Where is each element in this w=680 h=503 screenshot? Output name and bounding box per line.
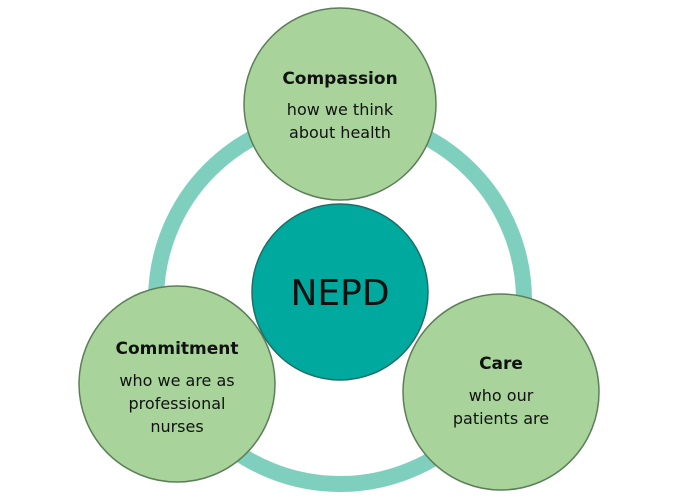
node-care-title: Care	[479, 354, 523, 374]
center-node: NEPD	[251, 203, 429, 381]
node-compassion-desc-line-2: about health	[289, 123, 391, 142]
center-circle	[251, 203, 429, 381]
node-commitment-desc-line-3: nurses	[150, 417, 203, 436]
center-label: NEPD	[290, 273, 389, 314]
node-commitment-desc-line-2: professional	[129, 394, 226, 413]
node-care-desc-line-2: patients are	[453, 409, 549, 428]
node-care-desc-line-1: who our	[469, 386, 534, 405]
node-care: Care who our patients are	[402, 293, 600, 491]
node-compassion-desc-line-1: how we think	[287, 100, 394, 119]
node-commitment: Commitment who we are as professional nu…	[78, 285, 276, 483]
node-compassion-circle	[243, 7, 437, 201]
node-compassion-title: Compassion	[282, 69, 397, 89]
node-commitment-title: Commitment	[115, 339, 238, 359]
node-care-circle	[402, 293, 600, 491]
node-commitment-desc-line-1: who we are as	[119, 371, 234, 390]
node-compassion: Compassion how we think about health	[243, 7, 437, 201]
node-commitment-circle	[78, 285, 276, 483]
